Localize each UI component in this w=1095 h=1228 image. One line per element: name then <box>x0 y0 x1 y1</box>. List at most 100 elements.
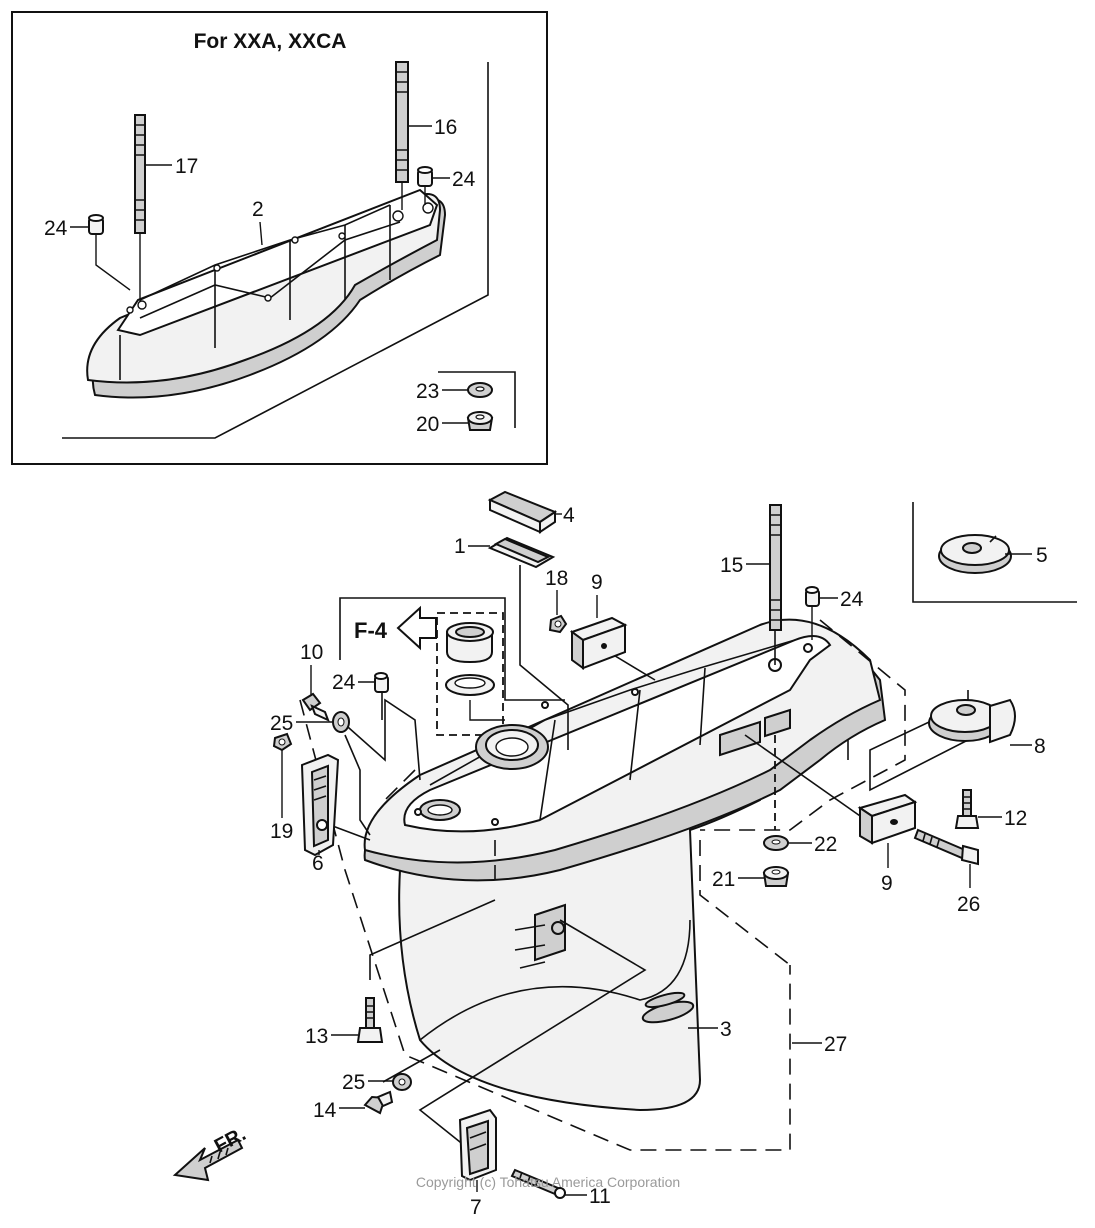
svg-text:8: 8 <box>1034 735 1046 758</box>
stud-bolt-part <box>395 61 409 210</box>
callout-4: 4 <box>555 504 575 527</box>
bolt-part <box>954 789 980 829</box>
flange-nut-part <box>762 866 790 887</box>
callout-24: 24 <box>432 168 476 191</box>
inset-frame: For XXA, XXCA <box>11 11 548 465</box>
callout-8: 8 <box>1010 735 1046 758</box>
svg-text:25: 25 <box>270 712 293 735</box>
snap-ring-part <box>445 674 495 696</box>
callout-3: 3 <box>688 1018 732 1041</box>
inset-nut-guide <box>438 371 516 428</box>
callout-9: 9 <box>591 571 603 618</box>
dowel-pin-part <box>417 166 433 187</box>
callout-11: 11 <box>565 1185 611 1208</box>
callout-25: 25 <box>342 1071 393 1094</box>
mount-rubber-part <box>487 536 556 569</box>
svg-text:5: 5 <box>1036 544 1048 567</box>
anode-plate-part <box>938 534 1012 574</box>
svg-text:20: 20 <box>416 413 439 436</box>
bolt-part <box>356 997 384 1043</box>
svg-text:26: 26 <box>957 893 980 916</box>
svg-text:9: 9 <box>591 571 603 594</box>
leader-line <box>95 234 131 291</box>
screw-part <box>301 692 330 722</box>
svg-text:24: 24 <box>44 217 68 240</box>
svg-text:6: 6 <box>312 852 324 875</box>
svg-text:14: 14 <box>313 1099 337 1122</box>
reference-box-f4: F-4 <box>339 597 565 736</box>
svg-text:15: 15 <box>720 554 743 577</box>
bearing-part <box>446 622 494 664</box>
svg-text:24: 24 <box>452 168 476 191</box>
callout-14: 14 <box>313 1099 365 1122</box>
callout-27: 27 <box>792 1033 847 1056</box>
cover-plate-part <box>458 1108 497 1182</box>
callout-24: 24 <box>44 217 89 240</box>
trim-anode-part <box>928 698 1016 744</box>
svg-text:24: 24 <box>840 588 864 611</box>
svg-text:7: 7 <box>470 1196 482 1219</box>
callout-9: 9 <box>881 843 893 895</box>
callout-25: 25 <box>270 712 333 735</box>
callout-22: 22 <box>788 833 837 856</box>
svg-text:18: 18 <box>545 567 568 590</box>
bolt-part <box>913 828 979 866</box>
washer-part <box>467 382 493 398</box>
washer-part <box>332 711 350 733</box>
svg-text:17: 17 <box>175 155 198 178</box>
side-pad-part <box>569 616 628 670</box>
svg-text:9: 9 <box>881 872 893 895</box>
inset-title: For XXA, XXCA <box>194 30 347 53</box>
svg-text:25: 25 <box>342 1071 365 1094</box>
nut-part <box>272 732 293 752</box>
callout-15: 15 <box>720 554 770 577</box>
callout-21: 21 <box>712 868 764 891</box>
svg-text:11: 11 <box>589 1185 611 1208</box>
gear-case-part <box>363 618 887 1112</box>
callout-24: 24 <box>819 588 864 611</box>
washer-part <box>392 1073 412 1091</box>
callout-10: 10 <box>300 641 323 695</box>
washer-part <box>763 835 789 851</box>
dowel-pin-part <box>374 672 389 693</box>
dowel-pin-part <box>805 586 820 607</box>
callout-23: 23 <box>416 380 468 403</box>
stud-bolt-part <box>134 114 146 302</box>
callout-5: 5 <box>1005 544 1048 567</box>
callout-18: 18 <box>545 567 568 615</box>
dowel-pin-part <box>88 214 104 235</box>
alt-part-frame <box>912 502 1077 603</box>
upper-gear-case-part <box>86 188 447 399</box>
copyright-watermark: Copyright (c) Tohatsu America Corporatio… <box>416 1174 680 1190</box>
screw-part <box>510 1168 566 1199</box>
callout-19: 19 <box>270 750 293 843</box>
svg-text:4: 4 <box>563 504 575 527</box>
svg-text:13: 13 <box>305 1025 328 1048</box>
callout-17: 17 <box>145 155 198 178</box>
nut-part <box>548 614 568 634</box>
callout-13: 13 <box>305 1025 358 1048</box>
svg-text:16: 16 <box>434 116 457 139</box>
callout-16: 16 <box>408 116 457 139</box>
callout-20: 20 <box>416 413 468 436</box>
cover-plate-part <box>300 753 340 857</box>
svg-text:21: 21 <box>712 868 735 891</box>
stud-bolt-part <box>769 504 782 631</box>
svg-text:27: 27 <box>824 1033 847 1056</box>
svg-text:22: 22 <box>814 833 837 856</box>
svg-text:2: 2 <box>252 198 264 221</box>
guide-lines <box>329 565 969 1151</box>
svg-text:23: 23 <box>416 380 439 403</box>
callout-26: 26 <box>957 864 980 916</box>
front-direction-arrow: FR. <box>172 1123 250 1182</box>
svg-text:19: 19 <box>270 820 293 843</box>
callout-24: 24 <box>332 671 375 694</box>
svg-text:10: 10 <box>300 641 323 664</box>
callout-12: 12 <box>978 807 1027 830</box>
callout-1: 1 <box>454 535 490 558</box>
svg-text:24: 24 <box>332 671 356 694</box>
flange-nut-part <box>466 411 494 431</box>
leader-line <box>469 700 505 721</box>
callout-6: 6 <box>312 850 324 875</box>
